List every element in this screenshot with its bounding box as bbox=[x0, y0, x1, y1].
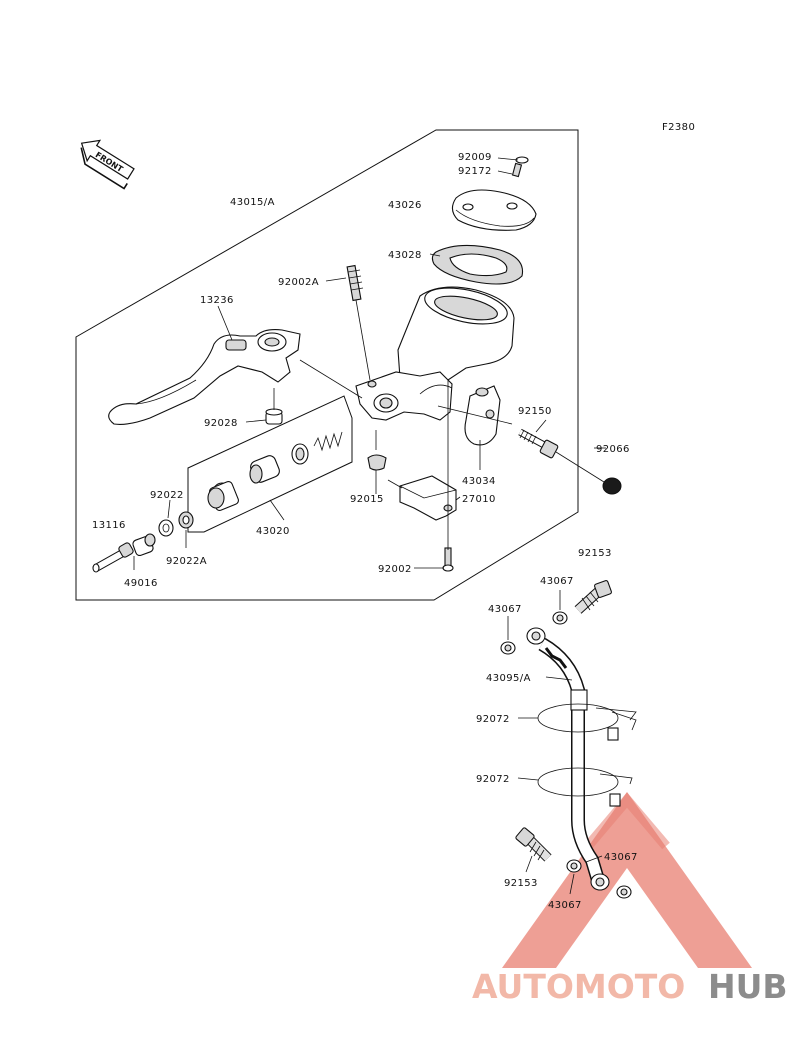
callout-43095A: 43095/A bbox=[486, 673, 531, 684]
callout-43020: 43020 bbox=[256, 526, 290, 537]
watermark-logo bbox=[502, 792, 752, 968]
callout-92015: 92015 bbox=[350, 494, 384, 505]
clamp-43034 bbox=[464, 385, 501, 446]
callout-92153-upper: 92153 bbox=[578, 548, 612, 559]
front-arrow: FRONT bbox=[80, 139, 135, 190]
banjo-bolt-lower bbox=[515, 827, 552, 862]
watermark-text: AUTOMOTO HUB bbox=[472, 967, 788, 1006]
callout-92022: 92022 bbox=[150, 490, 184, 501]
diaphragm-plate bbox=[431, 244, 524, 285]
callout-92009: 92009 bbox=[458, 152, 492, 163]
callout-43034: 43034 bbox=[462, 476, 496, 487]
callout-92172: 92172 bbox=[458, 166, 492, 177]
callout-92002A: 92002A bbox=[278, 277, 319, 288]
banjo-bolt-upper bbox=[574, 580, 612, 614]
dust-cover-92015 bbox=[367, 454, 387, 471]
callout-92028: 92028 bbox=[204, 418, 238, 429]
leader-lines bbox=[133, 157, 606, 895]
bolt-92150 bbox=[518, 428, 559, 459]
hose-clamps-92072 bbox=[537, 703, 637, 807]
callout-27010: 27010 bbox=[462, 494, 496, 505]
callout-92072-b: 92072 bbox=[476, 774, 510, 785]
callout-labels: 43015/A 92009 92172 43026 43028 92002A 1… bbox=[92, 152, 638, 911]
switch-27010 bbox=[387, 475, 457, 521]
cap-92066 bbox=[602, 477, 622, 495]
callout-43067-c: 43067 bbox=[548, 900, 582, 911]
callout-92150: 92150 bbox=[518, 406, 552, 417]
piston-kit-parts bbox=[207, 431, 343, 511]
callout-49016: 49016 bbox=[124, 578, 158, 589]
callout-92022A: 92022A bbox=[166, 556, 207, 567]
figure-code: F2380 bbox=[662, 122, 695, 133]
reservoir-cap bbox=[451, 189, 537, 231]
watermark-text-part1: AUTOMOTO bbox=[472, 967, 685, 1006]
washers-43067-upper bbox=[500, 611, 568, 655]
callout-43015A: 43015/A bbox=[230, 197, 275, 208]
master-cylinder-body bbox=[355, 286, 515, 421]
callout-13236: 13236 bbox=[200, 295, 234, 306]
callout-92066: 92066 bbox=[596, 444, 630, 455]
piston-kit-frame bbox=[187, 395, 353, 533]
callout-92153-lower: 92153 bbox=[504, 878, 538, 889]
callout-13116: 13116 bbox=[92, 520, 126, 531]
collar-92028 bbox=[265, 408, 283, 425]
screw-92002 bbox=[442, 547, 454, 572]
screw-92002A bbox=[346, 264, 364, 302]
callout-92002: 92002 bbox=[378, 564, 412, 575]
callout-43067-b: 43067 bbox=[488, 604, 522, 615]
clutch-lever bbox=[108, 329, 301, 425]
pushrod-parts bbox=[92, 511, 194, 573]
watermark-text-part2: HUB bbox=[708, 967, 788, 1006]
washers-43067-lower bbox=[566, 859, 632, 899]
callout-43026: 43026 bbox=[388, 200, 422, 211]
callout-43067-a: 43067 bbox=[540, 576, 574, 587]
callout-43028: 43028 bbox=[388, 250, 422, 261]
assembly-frame bbox=[75, 129, 579, 601]
callout-43067-d: 43067 bbox=[604, 852, 638, 863]
callout-92072-a: 92072 bbox=[476, 714, 510, 725]
